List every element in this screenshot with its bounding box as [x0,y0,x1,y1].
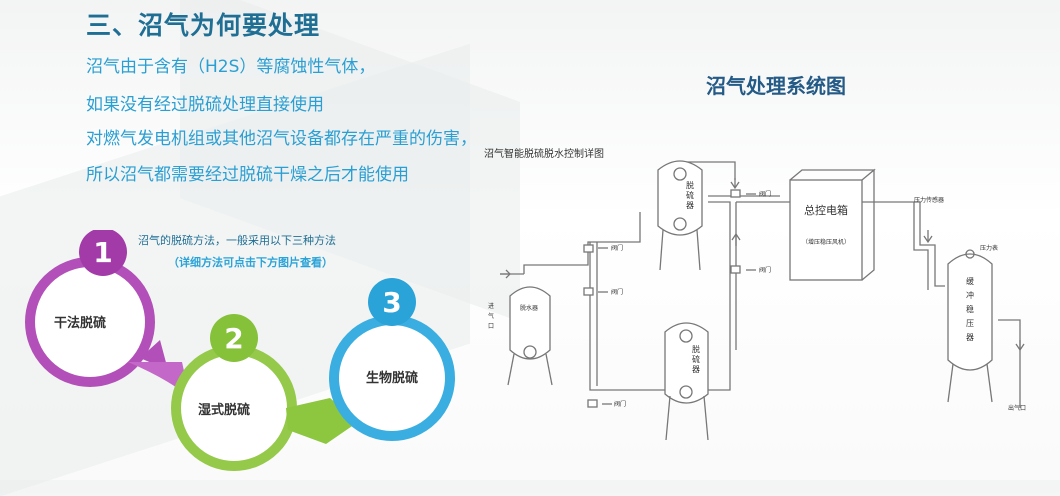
page-title: 三、沼气为何要处理 [86,11,321,40]
tower-body [664,322,709,404]
arrow-icon [128,362,190,398]
method-bio[interactable]: 3 生物脱硫 [329,278,455,441]
valve[interactable]: 阀门 [730,189,771,198]
buffer-label: 器 [966,333,974,342]
dewater-body [509,286,551,360]
pipe [708,195,780,391]
buffer-label: 压 [966,319,974,328]
tower-label: 硫 [692,354,700,364]
buffer-body [947,253,993,371]
inlet-label: 口 [488,323,494,330]
tower-leg [659,229,664,271]
valve-icon [730,265,741,274]
method-label: 干法脱硫 [54,315,106,331]
tower-label: 脱 [686,180,694,190]
tower-leg [947,363,954,403]
number-badge [210,314,258,362]
diagram-title: 沼气处理系统图 [706,74,846,98]
tower-leg [703,395,709,441]
control-box[interactable]: 总控电箱 （增压稳压风机） [789,168,876,281]
arrow-icon [1015,340,1025,352]
methods-intro: 沼气的脱硫方法，一般采用以下三种方法 [138,234,336,247]
valve[interactable]: 阀门 [583,287,623,296]
tower-label: 器 [686,201,694,210]
method-dry[interactable]: 1 干法脱硫 [25,230,190,398]
valve[interactable]: 阀门 [587,399,626,408]
valve-icon [583,244,594,253]
tower-label: 器 [692,365,700,374]
valve[interactable]: 阀门 [583,244,623,253]
method-label: 湿式脱硫 [198,402,250,418]
process-schematic: 脱 硫 器 脱 硫 器 脱水器 进 气 口 阀门 阀门 阀门 阀门 阀门 总控电… [488,160,1026,441]
method-label: 生物脱硫 [366,370,418,386]
paragraph-line: 沼气由于含有（H2S）等腐蚀性气体， [86,57,376,77]
valve-label: 阀门 [611,244,623,252]
dewater-unit[interactable]: 脱水器 [507,286,553,386]
port-icon [673,167,687,181]
tower-leg [507,353,515,386]
valve-icon [587,399,598,408]
tower-leg [545,353,553,386]
control-box-label: 总控电箱 [804,203,848,217]
buffer-label: 稳 [966,304,974,314]
inlet-label: 进 [488,302,494,310]
paragraph-line: 如果没有经过脱硫处理直接使用 [86,95,324,115]
control-box-edge [789,168,876,281]
buffer-tank[interactable]: 缓 冲 稳 压 器 [947,249,993,403]
valve-label: 阀门 [759,190,771,198]
control-box-sublabel: （增压稳压风机） [802,238,850,246]
arrow-icon [731,232,741,246]
port-icon [679,329,693,343]
diagram-subtitle: 沼气智能脱硫脱水控制详图 [484,149,604,160]
control-box-body [789,179,863,281]
port-icon [673,217,687,231]
gauge-label: 压力表 [980,244,998,252]
buffer-label: 冲 [966,290,974,300]
valve-icon [583,287,594,296]
number-badge [79,230,127,276]
method-number: 3 [382,286,401,319]
paragraph-line: 对燃气发电机组或其他沼气设备都存在严重的伤害， [86,129,477,149]
tower-leg [696,229,701,271]
inlet-label: 气 [488,312,494,320]
pipe [589,242,665,391]
buffer-label: 缓 [966,276,974,286]
port-icon [679,385,693,399]
tower-body [657,160,703,236]
methods-hint: （详细方法可点击下方图片查看） [168,256,333,269]
tower-label: 硫 [686,190,694,200]
gauge-icon [965,249,975,259]
method-number: 1 [93,236,112,269]
port-icon [523,345,537,359]
pipe [998,319,1021,408]
desulfurizer-bottom[interactable]: 脱 硫 器 [664,322,709,441]
pipe [913,202,929,290]
desulfurizer-top[interactable]: 脱 硫 器 [657,160,703,271]
valve-icon [730,189,741,198]
outlet-label: 出气口 [1008,404,1026,412]
valve-label: 阀门 [611,288,623,296]
method-number: 2 [224,322,243,355]
pipe [500,212,641,275]
number-badge [368,278,416,326]
sensor-label: 压力传感器 [914,196,944,204]
arrow-icon [730,178,740,190]
dewater-label: 脱水器 [520,304,538,312]
valve-label: 阀门 [614,400,626,408]
method-wet[interactable]: 2 湿式脱硫 [171,314,358,471]
tower-leg [986,363,993,403]
arrow-icon [500,269,511,279]
paragraph-line: 所以沼气都需要经过脱硫干燥之后才能使用 [86,165,409,185]
tower-label: 脱 [692,344,700,354]
methods-diagram: 1 干法脱硫 2 湿式脱硫 3 生物脱硫 [25,230,455,471]
arrow-icon [923,230,933,244]
tower-leg [665,395,671,441]
valve[interactable]: 阀门 [730,265,771,274]
pipe [862,201,945,287]
pipe [735,201,790,350]
valve-label: 阀门 [759,266,771,274]
